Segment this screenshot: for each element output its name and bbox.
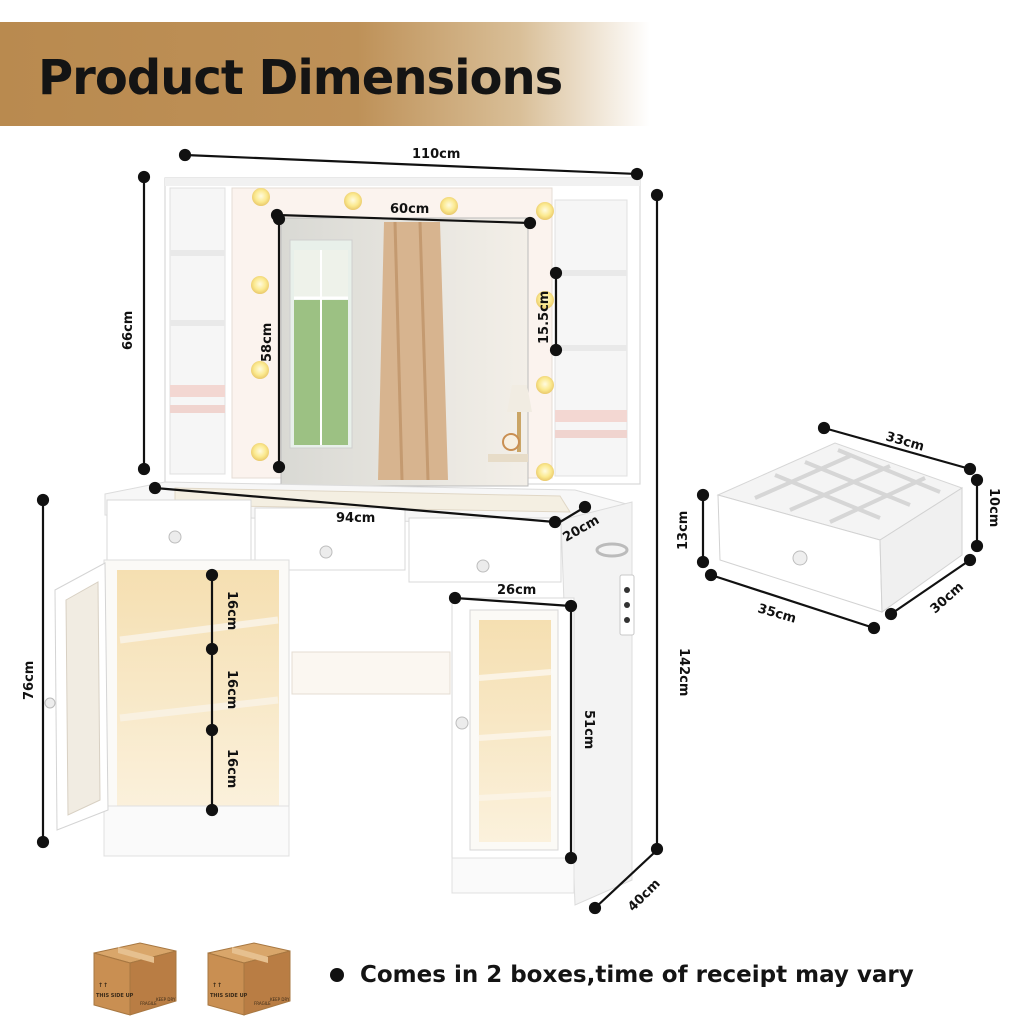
svg-text:THIS SIDE UP: THIS SIDE UP (210, 993, 248, 999)
header-banner: Product Dimensions (0, 22, 650, 126)
drawer-dimension-lines (696, 421, 984, 635)
bullet-icon (330, 968, 344, 982)
label-mirror-height: 58cm (260, 323, 275, 362)
page-title: Product Dimensions (38, 50, 563, 106)
label-right-cabinet-width: 26cm (497, 583, 536, 598)
label-drawer-height: 13cm (676, 511, 691, 550)
shipping-box-2: ↑↑ THIS SIDE UP FRAGILE KEEP DRY (202, 935, 294, 1017)
shipping-box-1: ↑↑ THIS SIDE UP FRAGILE KEEP DRY (88, 935, 180, 1017)
label-mirror-width: 60cm (390, 202, 429, 217)
label-shelf-spacing-2: 16cm (224, 670, 239, 709)
label-total-width: 110cm (412, 147, 460, 162)
svg-text:KEEP DRY: KEEP DRY (270, 997, 290, 1002)
vanity-hutch (164, 177, 641, 487)
mirror-light-bulbs (251, 188, 554, 481)
drawer-detail (716, 442, 964, 613)
svg-text:↑↑: ↑↑ (98, 982, 108, 989)
label-side-shelf-spacing: 15.5cm (537, 291, 552, 344)
vanity-desk (44, 481, 635, 906)
label-right-cabinet-height: 51cm (581, 710, 596, 749)
svg-text:FRAGILE: FRAGILE (254, 1001, 271, 1006)
label-total-height: 142cm (676, 648, 691, 696)
svg-text:↑↑: ↑↑ (212, 982, 222, 989)
svg-text:KEEP DRY: KEEP DRY (156, 997, 176, 1002)
label-left-cabinet-height: 76cm (22, 661, 37, 700)
svg-text:THIS SIDE UP: THIS SIDE UP (96, 993, 134, 999)
label-desk-width: 94cm (336, 511, 375, 526)
shipping-note-text: Comes in 2 boxes,time of receipt may var… (360, 962, 914, 988)
label-shelf-spacing-1: 16cm (224, 591, 239, 630)
label-drawer-front-width: 35cm (756, 601, 798, 626)
label-drawer-inner-height: 10cm (986, 488, 1001, 527)
svg-text:FRAGILE: FRAGILE (140, 1001, 157, 1006)
label-hutch-height: 66cm (121, 311, 136, 350)
label-shelf-spacing-3: 16cm (224, 749, 239, 788)
shipping-note: Comes in 2 boxes,time of receipt may var… (330, 962, 914, 988)
dimension-lines (36, 148, 664, 915)
label-desk-depth: 40cm (625, 876, 663, 914)
